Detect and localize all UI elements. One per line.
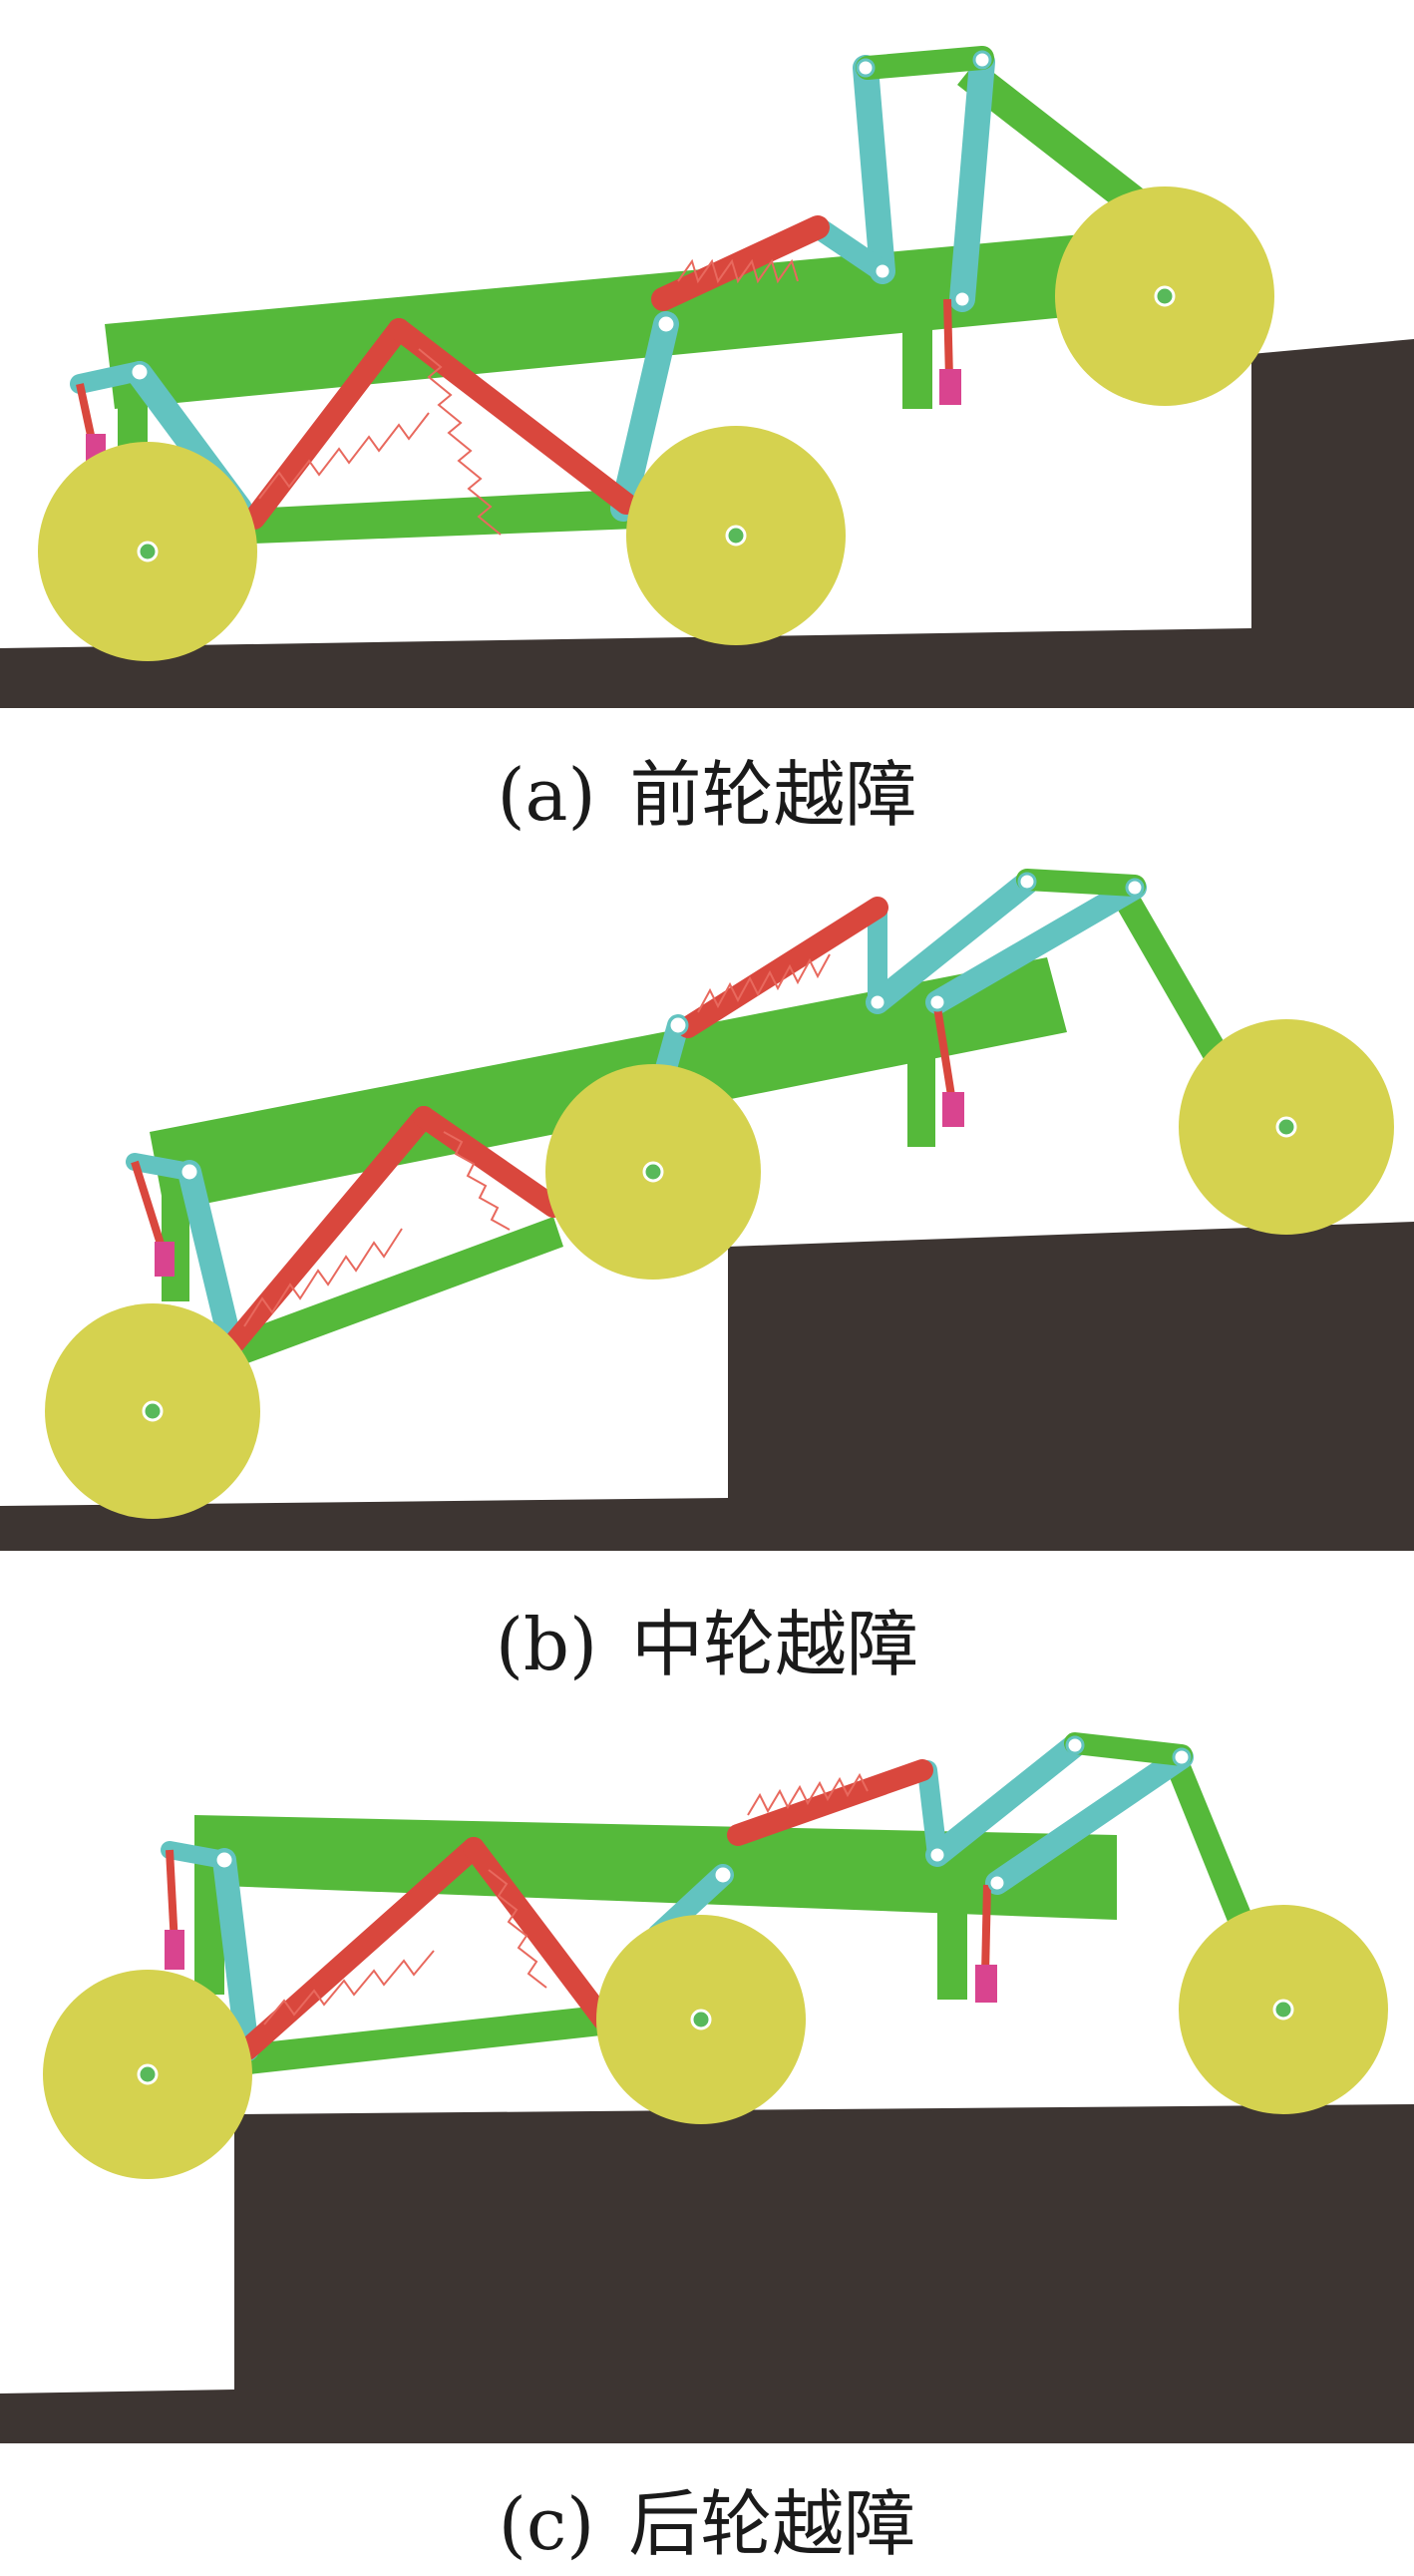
panel-b-label: (b) <box>495 1603 598 1686</box>
damper-rear <box>165 1849 184 1970</box>
frame-lower-bar <box>249 489 638 544</box>
frame-post-right <box>907 1047 935 1147</box>
wheel-middle <box>596 1915 806 2124</box>
strut-rear <box>236 1837 485 2060</box>
link-front-a <box>853 55 895 284</box>
damper-front <box>933 1006 964 1127</box>
panel-c-caption: (c) 后轮越障 <box>0 2465 1414 2570</box>
panel-b-illustration <box>0 869 1414 1551</box>
strut-rear <box>220 1106 435 1357</box>
panel-a-label: (a) <box>497 753 596 837</box>
link-front-b <box>985 1745 1194 1895</box>
frame-post-right <box>937 1895 967 2000</box>
panel-c: (c) 后轮越障 <box>0 1715 1414 2576</box>
ground <box>0 2104 1414 2443</box>
damper-rear <box>76 383 106 464</box>
spring-coils <box>263 1772 869 2025</box>
wheel-front <box>1055 186 1274 406</box>
frame-lower-bar <box>244 2005 610 2074</box>
panel-a: (a) 前轮越障 <box>0 0 1414 837</box>
panel-b: (b) 中轮越障 <box>0 848 1414 1695</box>
panel-c-title: 后轮越障 <box>628 2482 916 2566</box>
damper-front <box>939 298 961 405</box>
front-arm <box>957 60 1157 224</box>
link-front-a <box>866 871 1039 1014</box>
link-front-b <box>925 876 1147 1014</box>
panel-b-title: 中轮越障 <box>631 1603 919 1686</box>
link-front-c <box>917 1760 947 1865</box>
link-mid <box>610 311 679 522</box>
wheel-rear <box>45 1303 260 1519</box>
strut-mid <box>388 318 637 515</box>
strut-front <box>651 215 830 311</box>
wheel-middle <box>545 1064 761 1280</box>
joints <box>213 1735 1192 1893</box>
wheel-front <box>1179 1905 1388 2114</box>
panel-a-title: 前轮越障 <box>629 753 917 837</box>
strut-front <box>677 897 888 1038</box>
panel-b-caption: (b) 中轮越障 <box>0 1586 1414 1690</box>
wheel-middle <box>626 426 846 645</box>
damper-rear <box>131 1160 175 1277</box>
link-front-a <box>925 1733 1087 1867</box>
link-rear <box>177 1160 243 1358</box>
joints <box>178 872 1145 1183</box>
front-arm <box>1165 1755 1266 1959</box>
spring-coils <box>258 258 799 536</box>
spring-coils <box>243 953 831 1327</box>
strut-rear <box>243 318 410 530</box>
panel-a-illustration <box>0 46 1414 708</box>
link-front-top <box>1016 869 1146 897</box>
front-arm <box>1112 888 1241 1085</box>
frame-post-right <box>902 289 932 409</box>
strut-front <box>727 1759 933 1846</box>
link-front-top <box>856 46 994 80</box>
link-front-c <box>807 216 893 282</box>
frame-lower-bar <box>229 1217 563 1366</box>
wheel-front <box>1179 1019 1394 1235</box>
link-rear <box>212 1848 259 2061</box>
frame-beam <box>105 234 1097 409</box>
link-front-b <box>949 49 995 312</box>
joints <box>129 50 992 383</box>
strut-mid <box>463 1837 614 2030</box>
panel-c-illustration <box>0 1732 1414 2443</box>
panel-c-label: (c) <box>498 2482 595 2566</box>
panel-a-caption: (a) 前轮越障 <box>0 736 1414 841</box>
ground <box>0 339 1414 708</box>
wheel-rear <box>43 1970 252 2179</box>
link-front-top <box>1064 1732 1193 1766</box>
wheel-rear <box>38 442 257 661</box>
ground <box>0 1222 1414 1551</box>
damper-front <box>975 1884 997 2003</box>
